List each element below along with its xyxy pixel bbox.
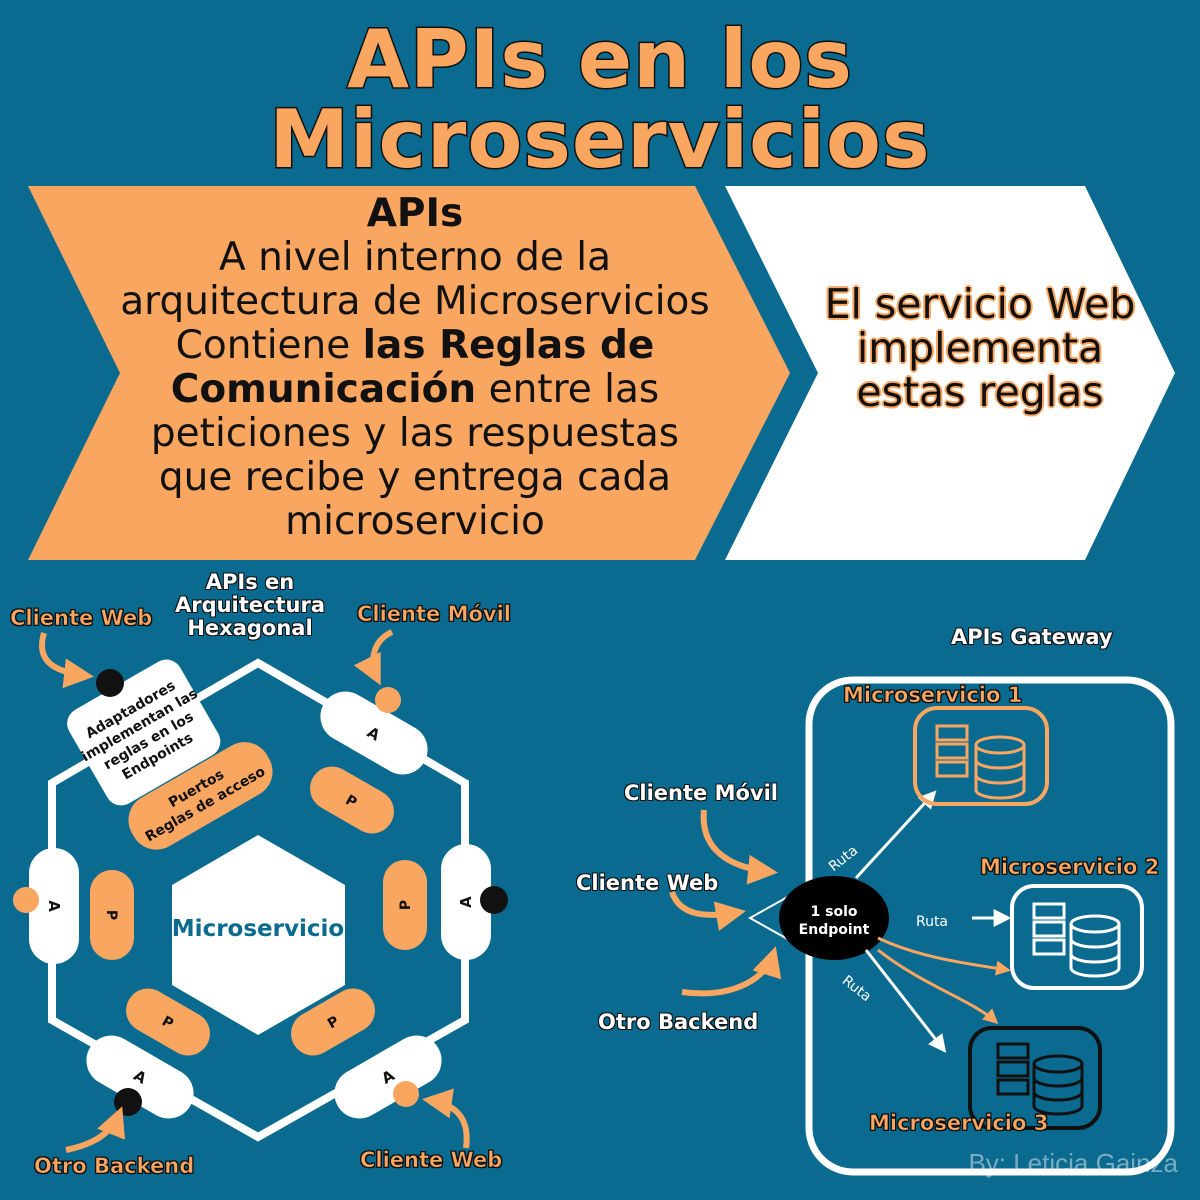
adapter-bottom-right: A [334,1035,442,1119]
gateway-client-otro-backend: Otro Backend [598,1010,759,1034]
port-bottom-left: P [126,988,210,1056]
arrow-cliente-web-bottom [422,1088,470,1149]
adapter-right: A [441,844,491,960]
hex-client-web-bottom: Cliente Web [360,1148,503,1172]
port-letter: P [103,910,119,920]
route-label-2: Ruta [916,914,948,930]
arrow-cliente-movil-top [353,629,394,686]
gateway-endpoint [779,876,889,960]
endpoint-dot-top-left [96,669,124,697]
arrow-gw-cliente-web [669,890,746,931]
adapter-left: A [29,848,79,964]
port-letter: P [398,900,414,910]
banner-line-7: microservicio [285,499,545,544]
route-label-1: Ruta [826,843,861,875]
microservice-hexagon [172,835,345,1035]
adapter-letter: A [457,896,475,908]
endpoint-line-1: 1 solo [811,904,858,920]
banner-line-2: arquitectura de Microservicios [120,279,710,324]
arrow-cliente-web-top [39,632,94,689]
banner-line-3-bold: las Reglas de [362,323,655,368]
hexagon-outline [48,658,469,1142]
hexagonal-title: APIs en Arquitectura Hexagonal [174,570,326,640]
arrow-otro-backend [65,1106,126,1153]
route-label-3: Ruta [839,973,874,1005]
arrow-gw-otro-backend [681,946,782,997]
port-right: P [383,860,427,950]
route-arrow-1 [854,790,937,880]
client-dot-bottom-right [393,1081,419,1107]
banner-heading: APIs [366,191,464,236]
client-dot-top-right [375,687,401,713]
orange-banner [28,186,790,560]
banner-line-1: A nivel interno de la [219,235,611,280]
gateway-client-movil: Cliente Móvil [624,781,779,805]
banner-line-4-bold: Comunicación [170,367,477,412]
adapter-top-right: A [320,691,428,775]
hex-client-web-top: Cliente Web [10,606,153,630]
port-top-right: P [310,766,394,834]
adapter-letter: A [45,900,63,912]
microservice-label: Microservicio [172,916,344,942]
microservice-1-label: Microservicio 1 [843,683,1023,707]
route-orange-3 [877,948,999,1025]
banner-line-4: Comunicación entre las [70,368,760,412]
title-line-1: APIs en los [346,13,854,106]
arrow-gw-cliente-movil [700,809,778,885]
endpoint-line-2: Endpoint [799,922,870,938]
microservice-3-label: Microservicio 3 [869,1111,1049,1135]
white-banner [725,186,1175,560]
banner-text: APIs A nivel interno de la arquitectura … [70,192,760,544]
banner-line-6: que recibe y entrega cada [158,455,672,500]
credit: By: Leticia Gainza [968,1148,1178,1178]
hex-client-otro-backend: Otro Backend [34,1154,195,1178]
port-left: P [90,870,134,960]
banner-line-3-pre: Contiene [175,323,363,368]
microservice-2-label: Microservicio 2 [980,855,1160,879]
hex-client-movil-top: Cliente Móvil [357,602,512,626]
client-dot-left [13,887,39,913]
microservice-1-icon [913,706,1049,806]
banner-line-3: Contiene las Reglas de [70,324,760,368]
gateway-client-web: Cliente Web [576,871,719,895]
right-panel-text: El servicio Web implementa estas reglas [824,280,1136,416]
banner-line-5: peticiones y las respuestas [150,411,680,456]
gateway-title: APIs Gateway [951,625,1113,649]
adapter-bottom-left: A [86,1035,194,1119]
port-bottom-right: P [291,988,375,1056]
route-orange-2 [877,936,1011,976]
microservice-3-icon [968,1026,1102,1130]
endpoint-dot-right [480,886,508,914]
title-line-2: Microservicios [268,93,931,186]
banner-line-4-post: entre las [476,367,660,412]
route-arrow-3 [864,949,947,1053]
microservice-2-icon [1010,884,1144,990]
